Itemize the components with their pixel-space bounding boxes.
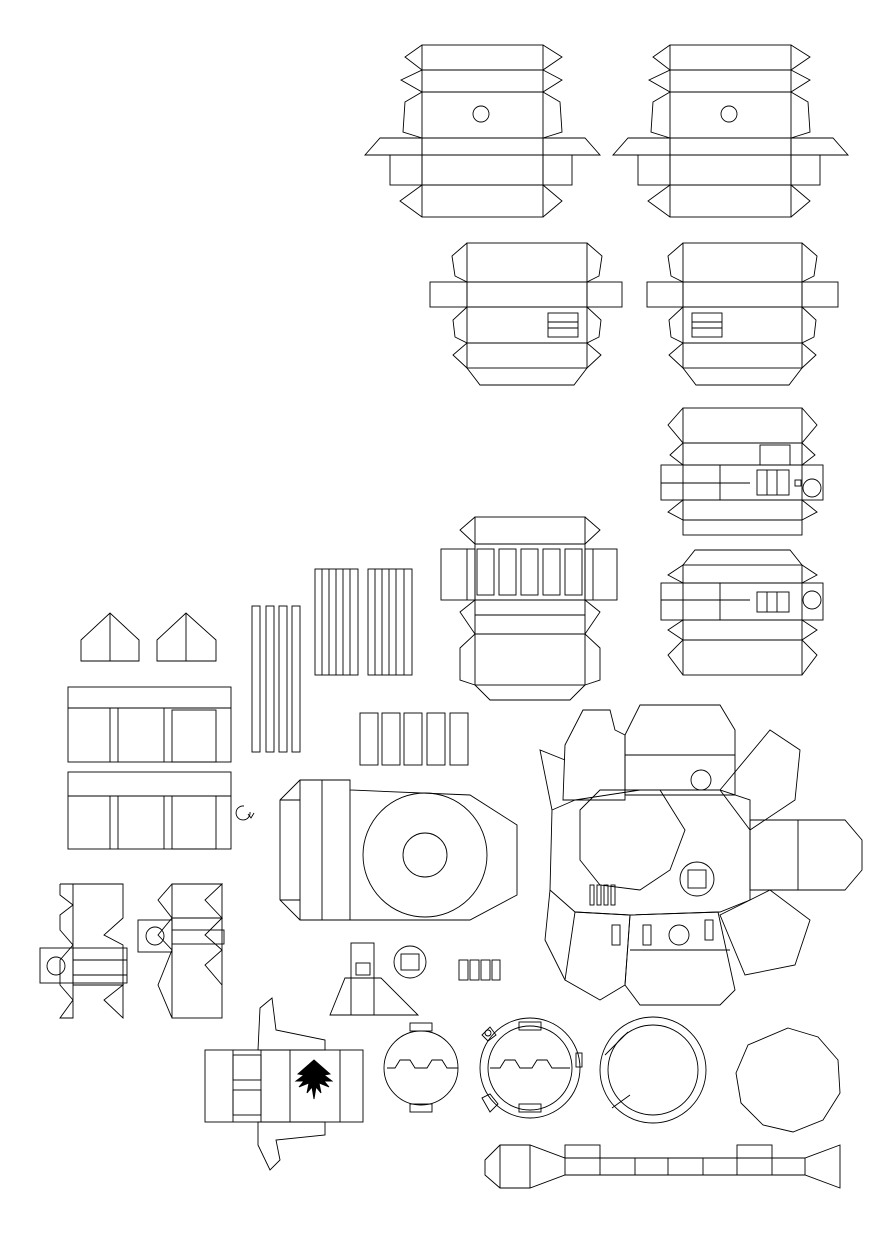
decagon-piece — [735, 1027, 841, 1133]
panel-pieces — [67, 686, 232, 850]
box-net-top-left — [364, 44, 601, 218]
long-strip-piece — [484, 1144, 841, 1189]
zigzag-piece-right — [137, 883, 225, 1019]
skull-emblem-icon — [690, 769, 712, 791]
slot-pieces — [359, 712, 469, 766]
box-net-mechanism-upper — [660, 407, 824, 536]
skull-emblem-icon — [668, 924, 690, 946]
head-base-piece — [539, 704, 863, 1006]
ring-piece-1 — [383, 1022, 459, 1113]
eagle-emblem-icon — [294, 1059, 334, 1100]
box-net-slotted — [440, 516, 618, 701]
box-net-mechanism-lower — [660, 549, 824, 676]
round-base-piece — [279, 779, 518, 921]
ring-piece-3 — [599, 1016, 707, 1124]
box-net-top-right — [612, 44, 849, 218]
ring-piece-2 — [479, 1017, 583, 1119]
zigzag-piece-left — [39, 883, 128, 1020]
strips-vertical — [251, 568, 413, 753]
box-net-latch-left — [429, 242, 623, 386]
slots — [476, 548, 583, 596]
pentagon-pieces — [80, 612, 217, 662]
torso-piece — [204, 997, 364, 1171]
box-net-latch-right — [646, 242, 839, 386]
rotate-arrow-icon — [235, 805, 255, 821]
hole-circle — [472, 105, 490, 123]
small-bracket-piece — [329, 942, 427, 1016]
tiny-rects — [458, 959, 501, 981]
latch — [691, 312, 723, 338]
latch — [547, 312, 579, 338]
hole-circle — [720, 105, 738, 123]
